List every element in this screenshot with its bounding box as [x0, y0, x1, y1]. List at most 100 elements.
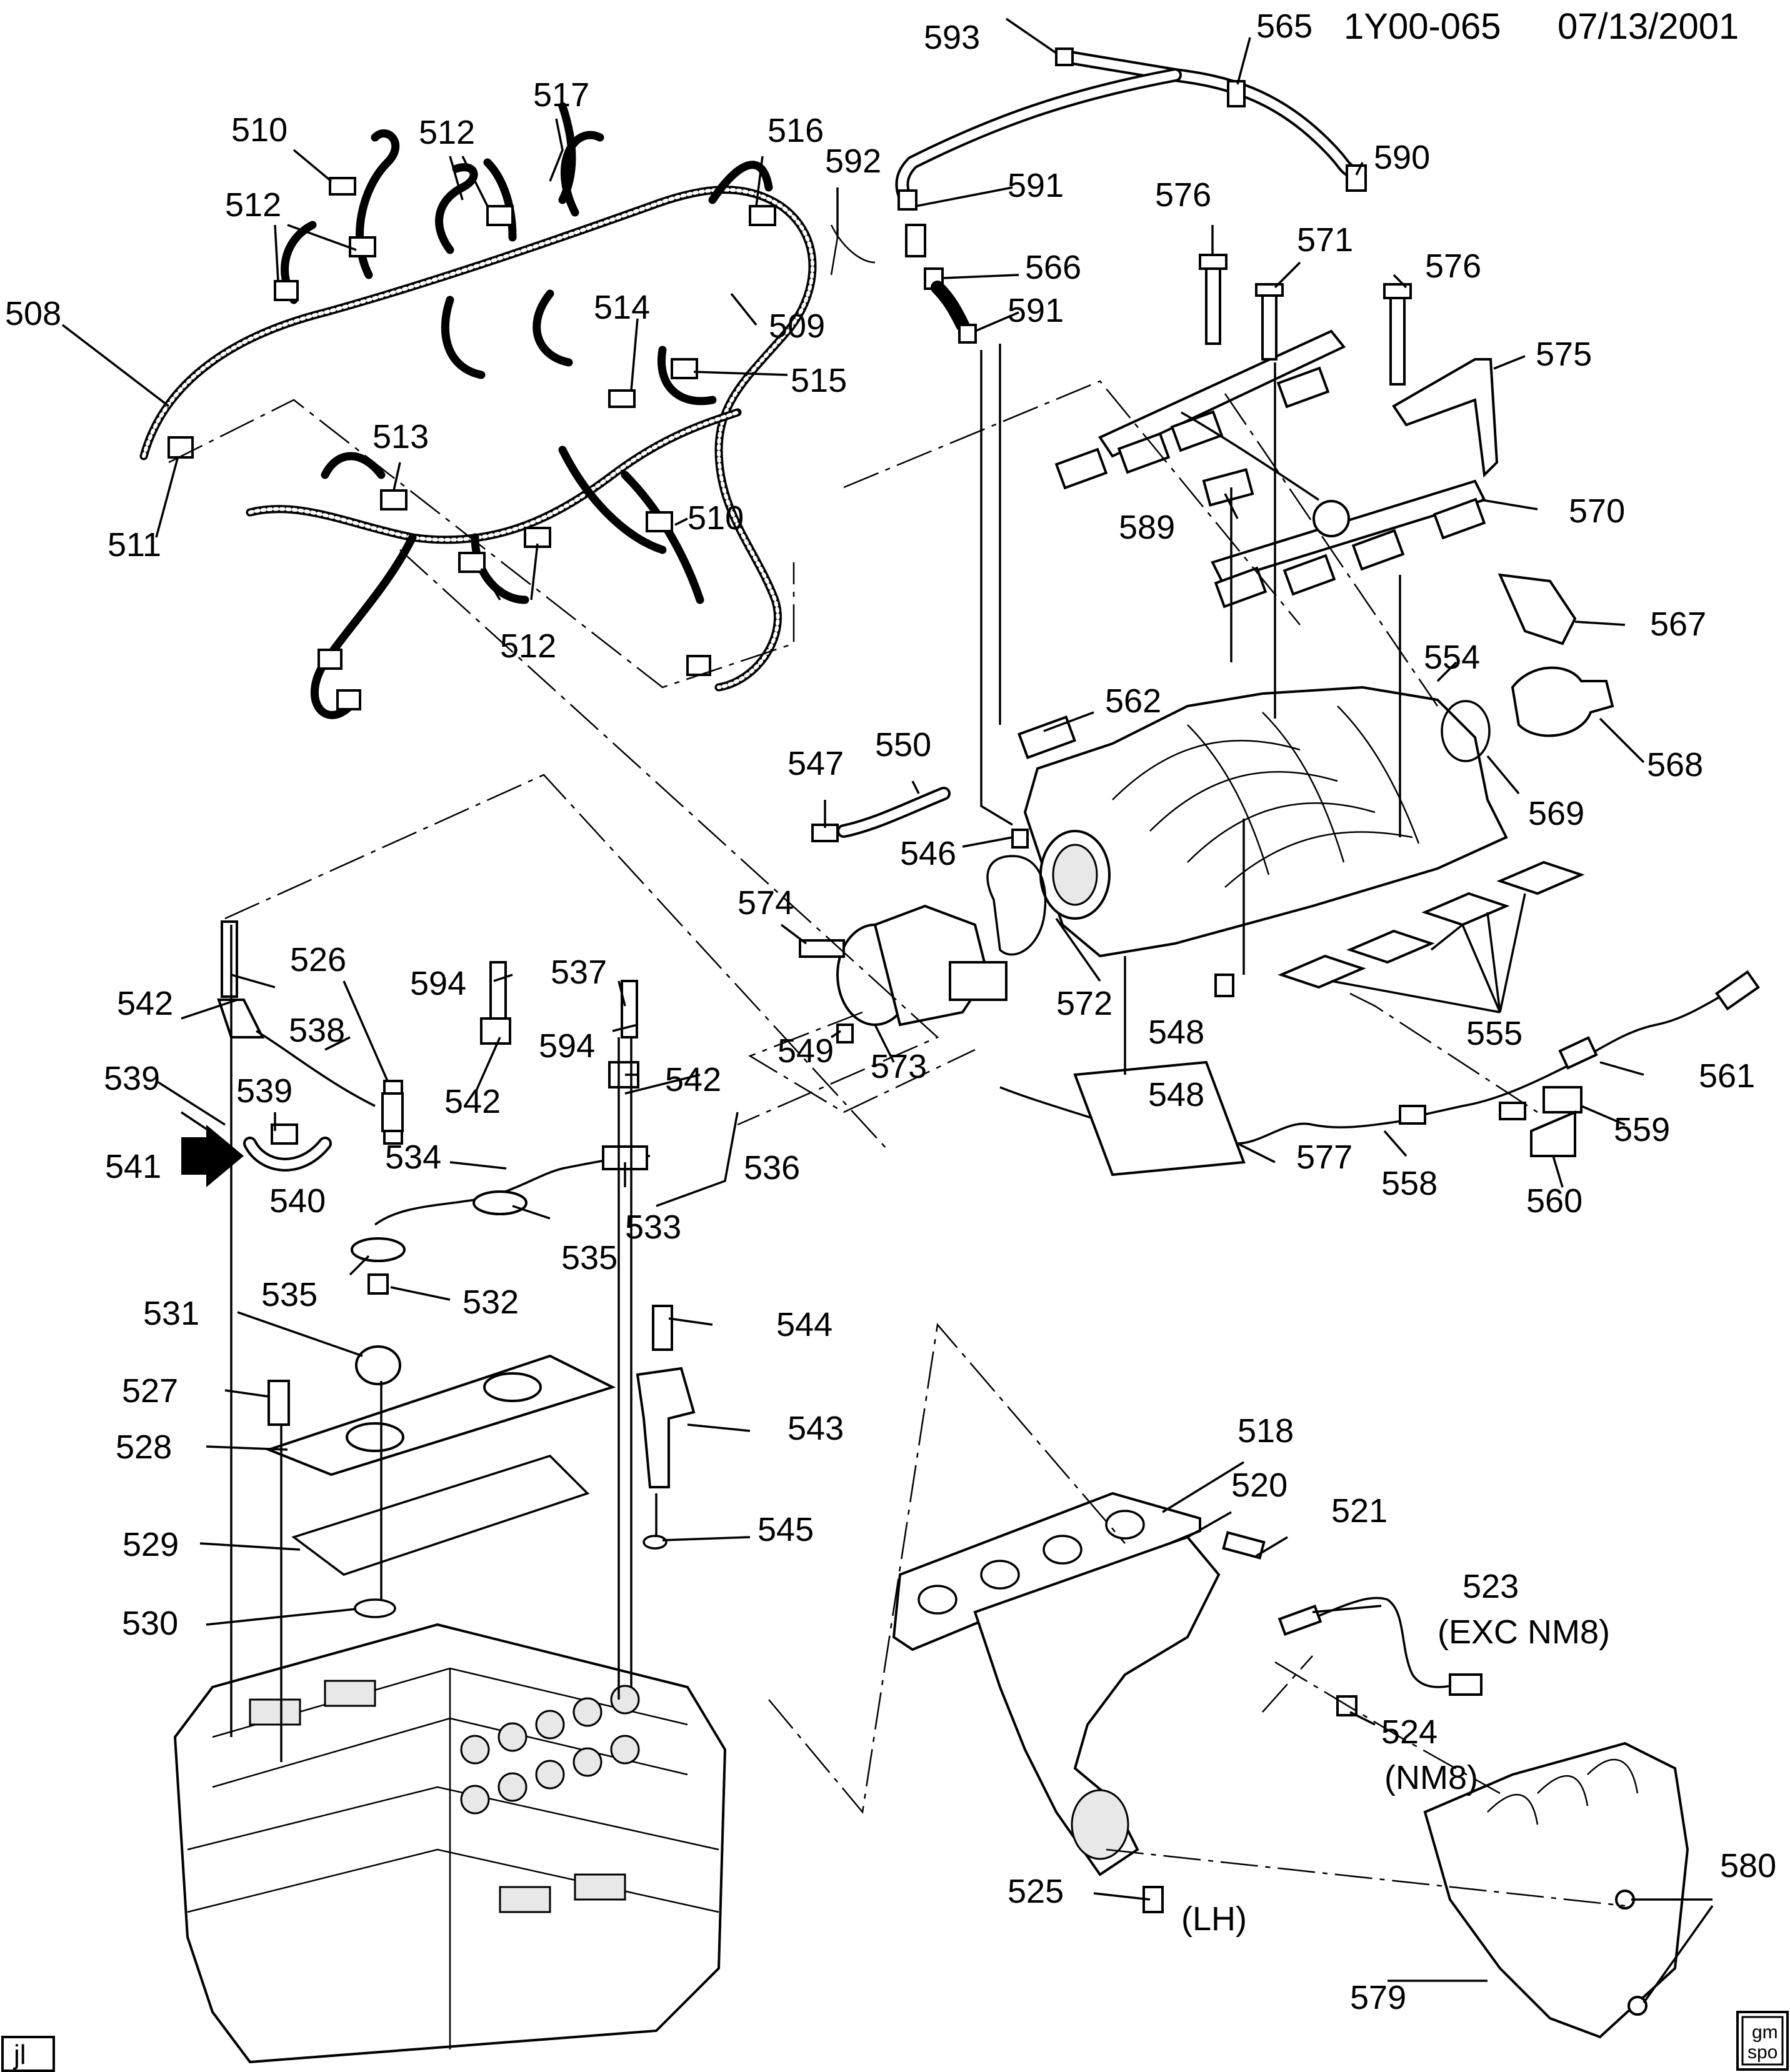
callout-554: 554	[1424, 639, 1480, 676]
callout-518: 518	[1238, 1412, 1294, 1450]
callout-592: 592	[825, 142, 881, 180]
bolt-580b	[1628, 1996, 1648, 2016]
callout-541: 541	[105, 1148, 161, 1185]
callout-528: 528	[116, 1428, 172, 1466]
sensor-548	[1214, 974, 1234, 997]
callout-571: 571	[1297, 221, 1353, 259]
cover-567	[1498, 573, 1577, 645]
fuel-rail	[1054, 254, 1577, 645]
callout-591a: 591	[1008, 167, 1064, 204]
plug-549	[836, 1024, 854, 1043]
sensor-543	[636, 1367, 696, 1488]
fitting-591a	[898, 189, 918, 211]
diagram-date: 07/13/2001	[1558, 6, 1739, 47]
iac-motor	[949, 961, 1008, 1001]
callout-514: 514	[594, 289, 650, 326]
callout-536: 536	[744, 1149, 800, 1187]
connector-516	[749, 205, 776, 226]
callout-540: 540	[269, 1182, 326, 1220]
connector-lower2	[336, 689, 361, 710]
callout-560: 560	[1526, 1182, 1582, 1220]
logo-spo-text: spo	[1748, 2042, 1778, 2063]
clip-565	[1227, 80, 1246, 107]
callout-561: 561	[1699, 1057, 1755, 1095]
callout-534: 534	[385, 1138, 441, 1176]
fitting-547	[811, 824, 839, 842]
callout-512c: 512	[500, 627, 556, 665]
callout-520: 520	[1231, 1467, 1288, 1504]
callout-576a: 576	[1155, 176, 1211, 214]
callout-548a: 548	[1148, 1014, 1204, 1051]
bolt-527	[268, 1380, 290, 1426]
fitting-591b	[958, 324, 977, 344]
diagram-code: 1Y00-065	[1344, 6, 1501, 47]
callout-590: 590	[1374, 139, 1430, 176]
callout-531: 531	[143, 1295, 199, 1332]
connector-512c	[486, 205, 514, 226]
callout-512a: 512	[225, 186, 281, 224]
callout-559: 559	[1614, 1111, 1670, 1148]
hose-592	[830, 224, 876, 276]
manifold-520	[973, 1535, 1221, 1876]
callout-530: 530	[122, 1605, 178, 1642]
callout-546: 546	[900, 835, 956, 872]
connector-514	[608, 389, 636, 408]
bolt-537	[489, 961, 507, 1020]
index-lines	[168, 344, 1626, 1907]
bracket-575	[1392, 358, 1499, 478]
connector-lower	[318, 649, 342, 670]
callout-579: 579	[1350, 1979, 1406, 2016]
throttle-body	[799, 787, 1047, 1043]
callout-511: 511	[108, 526, 161, 564]
callout-591b: 591	[1008, 292, 1064, 329]
callout-510b: 510	[688, 499, 744, 537]
callout-568: 568	[1647, 746, 1703, 784]
callout-525: 525	[1008, 1873, 1064, 1910]
bolt-544	[652, 1305, 673, 1351]
callout-569: 569	[1528, 795, 1584, 832]
callout-533: 533	[625, 1208, 681, 1246]
connector-510	[329, 177, 356, 196]
sensor-535a	[351, 1237, 406, 1262]
callout-594b: 594	[539, 1027, 595, 1065]
logo-gm-text: gm	[1752, 2022, 1778, 2043]
connector-513	[380, 489, 408, 511]
valve-568	[1511, 666, 1614, 737]
gm-spo-logo: gm spo	[1736, 2011, 1789, 2071]
sensor-523	[1278, 1604, 1322, 1636]
callout-527: 527	[122, 1372, 178, 1410]
bolt-521	[1222, 1531, 1266, 1560]
connector-561	[1558, 1036, 1598, 1070]
callout-542b: 542	[444, 1083, 501, 1120]
callout-594a: 594	[410, 965, 466, 1002]
callout-524-note: (NM8)	[1384, 1759, 1478, 1796]
callout-539b: 539	[236, 1072, 292, 1110]
connector-558	[1499, 1102, 1526, 1120]
connector-512b	[274, 280, 299, 301]
callout-580: 580	[1720, 1847, 1776, 1885]
connector-510b	[646, 511, 673, 532]
callout-542a: 542	[117, 985, 173, 1022]
callout-523-note: (EXC NM8)	[1438, 1613, 1610, 1651]
heat-shield-579	[1423, 1741, 1689, 2039]
bolt-574	[799, 939, 845, 958]
filter-591	[905, 224, 926, 257]
clip-532	[368, 1273, 389, 1295]
callout-labels: 508 509 510 510 511 512 512 512 513 514 …	[5, 7, 1776, 2016]
catalyst	[1071, 1789, 1129, 1860]
callout-570: 570	[1569, 492, 1625, 530]
callout-550: 550	[875, 726, 931, 764]
callout-565: 565	[1256, 7, 1312, 45]
callout-549: 549	[778, 1032, 834, 1070]
callout-589: 589	[1119, 509, 1175, 546]
callout-535a: 535	[261, 1276, 318, 1313]
callout-544: 544	[776, 1306, 832, 1343]
callout-513: 513	[372, 418, 429, 456]
callout-517: 517	[533, 76, 589, 114]
callout-576b: 576	[1425, 247, 1481, 285]
callout-543: 543	[788, 1410, 844, 1447]
seal-569	[1441, 700, 1491, 762]
gasket-572	[986, 855, 1047, 956]
callout-512b: 512	[419, 114, 475, 151]
